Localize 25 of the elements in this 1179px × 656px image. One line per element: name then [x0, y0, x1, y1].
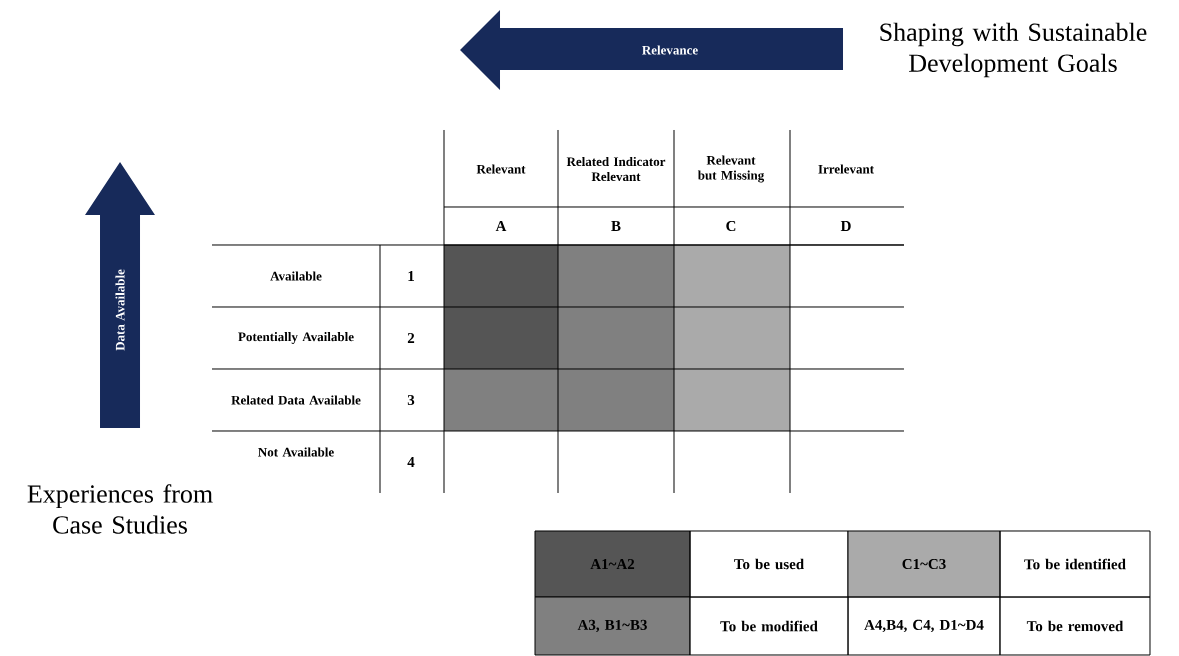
row-header: Not Available	[258, 447, 334, 457]
column-letter: B	[611, 221, 621, 231]
row-number: 1	[408, 271, 414, 281]
row-number: 4	[407, 457, 415, 467]
column-header: Related Indicator Relevant	[566, 156, 666, 182]
row-number: 2	[407, 333, 415, 343]
column-header: Relevant	[476, 164, 526, 174]
legend-cell: To be identified	[999, 530, 1151, 598]
row-header: Available	[270, 271, 322, 281]
column-letter: A	[495, 221, 507, 231]
legend-cell: A1~A2	[534, 530, 691, 598]
row-header: Related Data Available	[231, 395, 361, 405]
row-number: 3	[407, 394, 415, 405]
row-header: Potentially Available	[238, 332, 354, 344]
legend-cell: To be removed	[999, 596, 1151, 656]
legend-cell: C1~C3	[847, 530, 1001, 598]
legend-cell: To be modified	[689, 596, 849, 656]
column-letter: C	[726, 220, 736, 231]
column-header: Irrelevant	[818, 164, 874, 174]
caption-text: Shaping with Sustainable Development Goals	[880, 22, 1147, 78]
caption-text: Experiences from Case Studies	[27, 484, 213, 534]
column-header: Relevant but Missing	[697, 155, 765, 183]
legend-cell: A3, B1~B3	[534, 596, 691, 656]
legend-cell: A4,B4, C4, D1~D4	[847, 596, 1001, 656]
column-letter: D	[840, 221, 851, 231]
